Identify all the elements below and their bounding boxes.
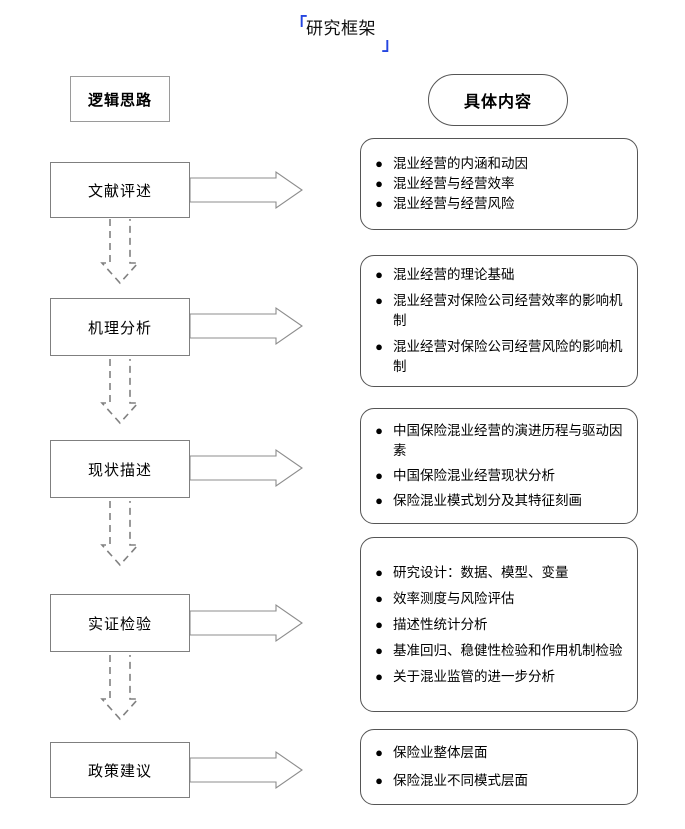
content-box-5[interactable]: ● 保险业整体层面 ● 保险混业不同模式层面 bbox=[360, 729, 638, 805]
stage-box-1[interactable]: 文献评述 bbox=[50, 162, 190, 218]
flow-arrow-right-5 bbox=[189, 751, 303, 789]
page-title: 研究框架 bbox=[306, 19, 376, 38]
flow-arrow-down-4 bbox=[101, 654, 139, 720]
list-item-label: 混业经营对保险公司经营风险的影响机制 bbox=[393, 339, 623, 374]
bracket-close-icon: 」 bbox=[382, 35, 399, 54]
stage-box-3[interactable]: 现状描述 bbox=[50, 440, 190, 498]
content-box-2[interactable]: ● 混业经营的理论基础 ● 混业经营对保险公司经营效率的影响机制 ● 混业经营对… bbox=[360, 255, 638, 387]
list-item-label: 研究设计：数据、模型、变量 bbox=[393, 564, 569, 580]
list-item-label: 保险混业不同模式层面 bbox=[393, 773, 528, 788]
flow-arrow-down-1 bbox=[101, 218, 139, 284]
bullet-icon: ● bbox=[375, 339, 383, 354]
flow-arrow-right-2 bbox=[189, 307, 303, 345]
list-item-label: 混业经营对保险公司经营效率的影响机制 bbox=[393, 293, 623, 328]
bullet-icon: ● bbox=[375, 468, 383, 483]
content-box-4[interactable]: ● 研究设计：数据、模型、变量 ● 效率测度与风险评估 ● 描述性统计分析 ● … bbox=[360, 537, 638, 712]
list-item-label: 关于混业监管的进一步分析 bbox=[393, 668, 555, 684]
bullet-icon: ● bbox=[375, 267, 383, 282]
list-item-label: 混业经营的内涵和动因 bbox=[393, 156, 528, 171]
list-item-label: 中国保险混业经营的演进历程与驱动因素 bbox=[393, 423, 623, 458]
stage-box-2[interactable]: 机理分析 bbox=[50, 298, 190, 356]
bullet-icon: ● bbox=[375, 616, 383, 632]
bullet-icon: ● bbox=[375, 293, 383, 308]
stage-box-5[interactable]: 政策建议 bbox=[50, 742, 190, 798]
bullet-icon: ● bbox=[375, 668, 383, 684]
left-column-header: 逻辑思路 bbox=[70, 76, 170, 122]
bullet-icon: ● bbox=[375, 564, 383, 580]
list-item: ● 关于混业监管的进一步分析 bbox=[369, 667, 627, 687]
flow-arrow-right-4 bbox=[189, 604, 303, 642]
bullet-icon: ● bbox=[375, 423, 383, 438]
bullet-icon: ● bbox=[375, 156, 383, 171]
bullet-icon: ● bbox=[375, 590, 383, 606]
list-item-label: 混业经营与经营效率 bbox=[393, 176, 515, 191]
list-item: ● 保险混业不同模式层面 bbox=[369, 771, 627, 791]
list-item: ● 描述性统计分析 bbox=[369, 615, 627, 635]
list-item: ● 混业经营与经营效率 bbox=[369, 174, 627, 194]
diagram-title: 「 研究框架 」 bbox=[290, 14, 490, 60]
content-box-3[interactable]: ● 中国保险混业经营的演进历程与驱动因素 ● 中国保险混业经营现状分析 ● 保险… bbox=[360, 408, 638, 524]
flow-arrow-down-3 bbox=[101, 500, 139, 566]
list-item-label: 效率测度与风险评估 bbox=[393, 590, 515, 606]
list-item-label: 混业经营的理论基础 bbox=[393, 267, 515, 282]
list-item-label: 混业经营与经营风险 bbox=[393, 196, 515, 211]
flow-arrow-right-3 bbox=[189, 449, 303, 487]
list-item: ● 保险业整体层面 bbox=[369, 743, 627, 763]
list-item: ● 混业经营对保险公司经营风险的影响机制 bbox=[369, 337, 627, 377]
flow-arrow-right-1 bbox=[189, 171, 303, 209]
right-column-header: 具体内容 bbox=[428, 74, 568, 126]
bullet-icon: ● bbox=[375, 196, 383, 211]
list-item: ● 保险混业模式划分及其特征刻画 bbox=[369, 491, 627, 511]
list-item: ● 混业经营对保险公司经营效率的影响机制 bbox=[369, 291, 627, 331]
list-item-label: 描述性统计分析 bbox=[393, 616, 488, 632]
bullet-icon: ● bbox=[375, 176, 383, 191]
list-item-label: 基准回归、稳健性检验和作用机制检验 bbox=[393, 642, 623, 658]
bullet-icon: ● bbox=[375, 745, 383, 760]
content-box-1[interactable]: ● 混业经营的内涵和动因 ● 混业经营与经营效率 ● 混业经营与经营风险 bbox=[360, 138, 638, 230]
list-item: ● 中国保险混业经营的演进历程与驱动因素 bbox=[369, 421, 627, 461]
bullet-icon: ● bbox=[375, 773, 383, 788]
list-item-label: 保险业整体层面 bbox=[393, 745, 488, 760]
list-item-label: 中国保险混业经营现状分析 bbox=[393, 468, 555, 483]
list-item: ● 混业经营与经营风险 bbox=[369, 194, 627, 214]
flow-arrow-down-2 bbox=[101, 358, 139, 424]
list-item: ● 混业经营的理论基础 bbox=[369, 265, 627, 285]
bracket-open-icon: 「 bbox=[290, 15, 307, 34]
bullet-icon: ● bbox=[375, 493, 383, 508]
list-item: ● 混业经营的内涵和动因 bbox=[369, 154, 627, 174]
list-item: ● 效率测度与风险评估 bbox=[369, 589, 627, 609]
bullet-icon: ● bbox=[375, 642, 383, 658]
list-item: ● 基准回归、稳健性检验和作用机制检验 bbox=[369, 641, 627, 661]
list-item: ● 中国保险混业经营现状分析 bbox=[369, 466, 627, 486]
list-item-label: 保险混业模式划分及其特征刻画 bbox=[393, 493, 582, 508]
list-item: ● 研究设计：数据、模型、变量 bbox=[369, 563, 627, 583]
stage-box-4[interactable]: 实证检验 bbox=[50, 594, 190, 652]
